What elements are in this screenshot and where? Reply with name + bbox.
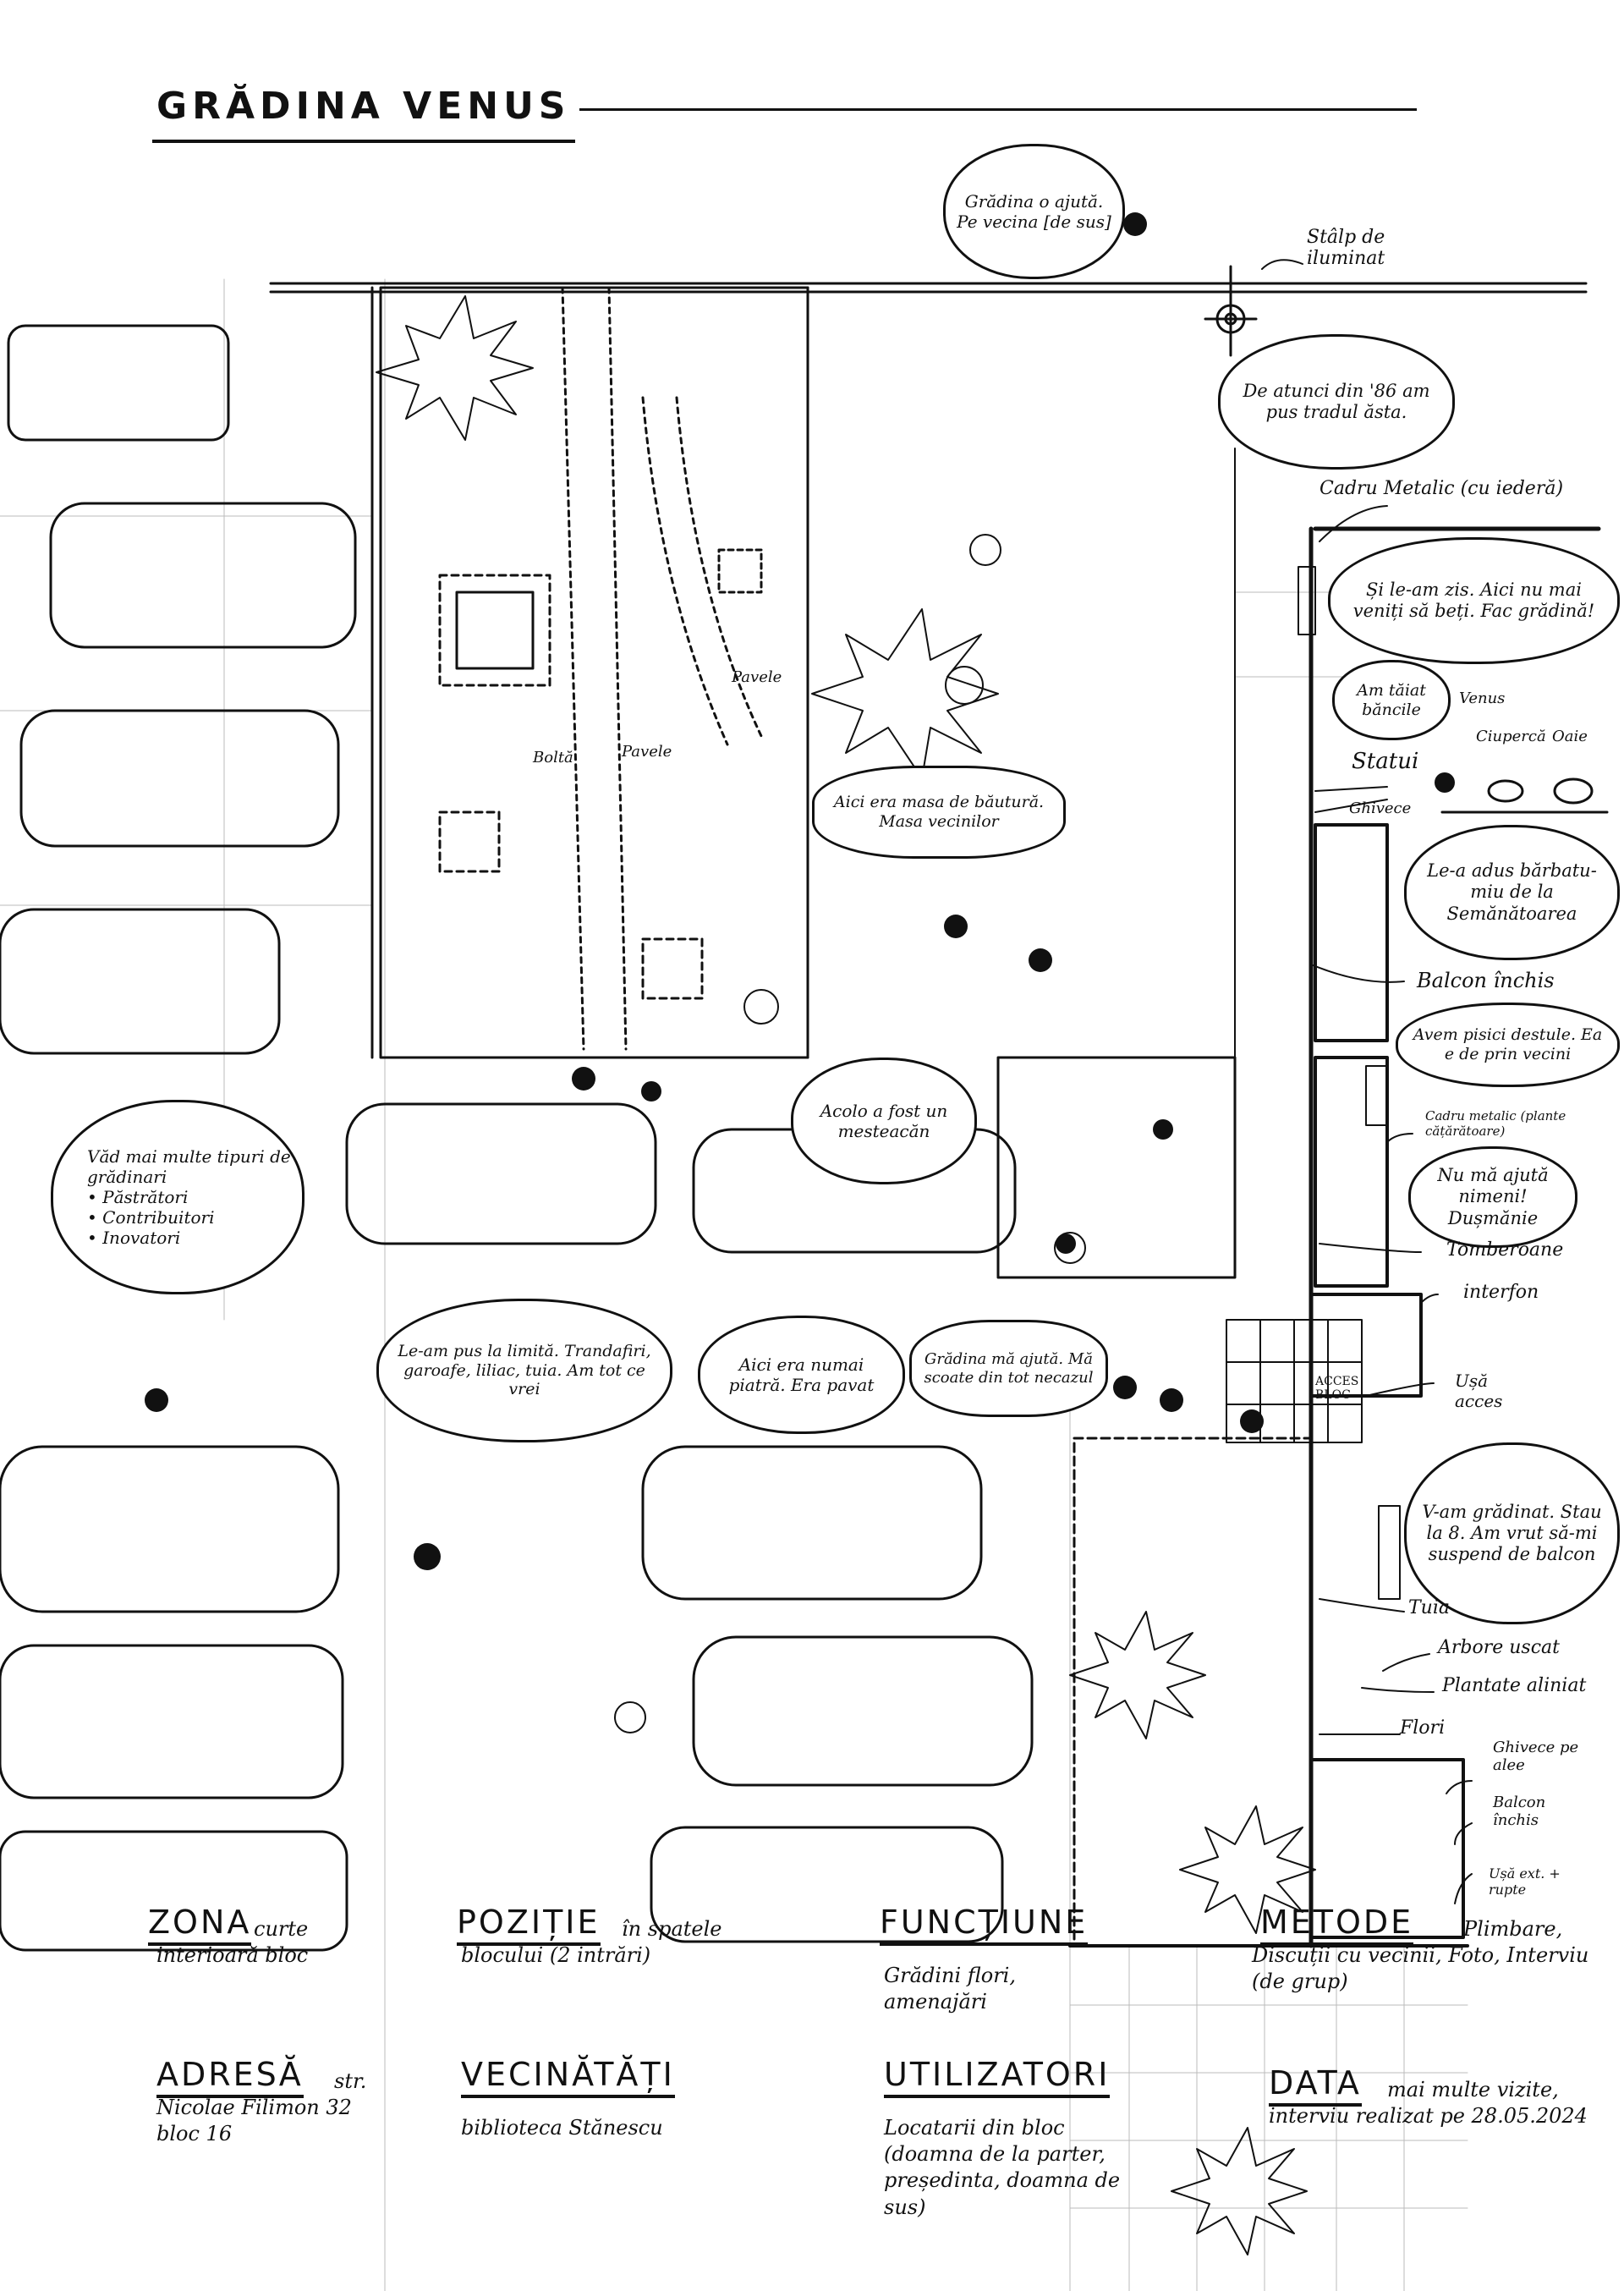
bubble-text: Acolo a fost un mesteacăn bbox=[820, 1101, 948, 1141]
label-tuia: Tuia bbox=[1408, 1597, 1450, 1618]
info-pozitie-value: în spatele blocului (2 intrări) bbox=[461, 1917, 722, 1968]
label-usa-ext: Ușă ext. + rupte bbox=[1489, 1865, 1561, 1898]
leader-lines bbox=[1261, 259, 1473, 1904]
info-data-value: mai multe vizite, interviu realizat pe 2… bbox=[1269, 2078, 1588, 2129]
garden-strip-lower bbox=[1073, 1437, 1313, 1948]
bubble-acolo: Acolo a fost un mesteacăn bbox=[791, 1058, 977, 1184]
bubble-text: Aici era masa de băutură. Masa vecinilor bbox=[833, 793, 1045, 831]
label-statue-ciuperca: Ciupercă bbox=[1476, 728, 1546, 745]
info-adresa-label: ADRESĂ bbox=[156, 2056, 304, 2098]
label-balcon-inchis: Balcon închis bbox=[1417, 969, 1555, 992]
label-tomberoane: Tomberoane bbox=[1446, 1239, 1564, 1261]
bubble-list-item: • Contribuitori bbox=[87, 1207, 215, 1228]
info-zona-value: curte interioară bloc bbox=[156, 1917, 309, 1968]
label-flori: Flori bbox=[1400, 1717, 1446, 1739]
label-arbore-uscat: Arbore uscat bbox=[1438, 1637, 1560, 1658]
bubble-nu-ma-ajuta: Nu mă ajută nimeni! Dușmănie bbox=[1408, 1146, 1577, 1248]
parked-cars-left bbox=[0, 324, 357, 1952]
label-ghivece: Ghivece bbox=[1349, 799, 1412, 817]
bubble-text: Avem pisici destule. Ea e de prin vecini bbox=[1413, 1025, 1603, 1063]
bubble-text: Le-a adus bărbatu-miu de la Semănătoarea bbox=[1427, 860, 1597, 924]
parked-cars-middle bbox=[345, 1102, 1034, 1943]
tree-symbols bbox=[376, 295, 1316, 2255]
bubble-text: Și le-am zis. Aici nu mai veniți să beți… bbox=[1352, 579, 1595, 621]
bubble-tipuri-gradinari: Văd mai multe tipuri de grădinari • Păst… bbox=[51, 1100, 304, 1294]
label-cadru-metalic-top: Cadru Metalic (cu iederă) bbox=[1320, 478, 1564, 499]
info-adresa-value: str. Nicolae Filimon 32 bloc 16 bbox=[156, 2069, 367, 2146]
info-metode-label: METODE bbox=[1260, 1904, 1414, 1946]
title-underline bbox=[152, 140, 575, 143]
sheep-icon bbox=[1553, 777, 1594, 805]
bubble-am-taiat: Am tăiat băncile bbox=[1332, 660, 1451, 740]
label-statue-venus: Venus bbox=[1459, 689, 1506, 707]
bubble-gradina-ma-ajuta: Grădina mă ajută. Mă scoate din tot neca… bbox=[909, 1320, 1108, 1417]
bubble-aici-era: Aici era numai piatră. Era pavat bbox=[698, 1316, 905, 1434]
bubble-heading: Văd mai multe tipuri de grădinari bbox=[87, 1146, 291, 1187]
page-title: GRĂDINA VENUS bbox=[156, 85, 571, 128]
bubble-text: Le-am pus la limită. Trandafiri, garoafe… bbox=[398, 1341, 651, 1399]
label-balcon-inchis-2: Balcon închis bbox=[1493, 1794, 1546, 1829]
light-post-icon bbox=[1204, 265, 1258, 357]
info-functiune-label: FUNCȚIUNE bbox=[880, 1904, 1089, 1946]
paved-path-1 bbox=[561, 286, 628, 1051]
info-pozitie-label: POZIȚIE bbox=[457, 1904, 601, 1946]
info-metode-value: Plimbare, Discuții cu vecinii, Foto, Int… bbox=[1252, 1917, 1589, 1994]
info-utilizatori-value: Locatarii din bloc (doamna de la parter,… bbox=[884, 2116, 1121, 2219]
label-plantate-aliniat: Plantate aliniat bbox=[1442, 1675, 1587, 1696]
info-vecinatati-value: biblioteca Stănescu bbox=[461, 2116, 663, 2140]
bubble-list-item: • Păstrători bbox=[87, 1187, 189, 1207]
bubble-gradina-ajuta: Grădina o ajută. Pe vecina [de sus] bbox=[943, 144, 1125, 279]
bubble-text: V-am grădinat. Stau la 8. Am vrut să-mi … bbox=[1422, 1501, 1602, 1565]
label-bolta: Boltă bbox=[533, 749, 573, 766]
mushroom-icon bbox=[1487, 779, 1524, 803]
label-statui: Statui bbox=[1352, 749, 1419, 774]
label-statue-oaie: Oaie bbox=[1552, 728, 1588, 745]
list-item-text: Păstrători bbox=[102, 1187, 189, 1207]
label-pavele-1: Pavele bbox=[732, 668, 782, 686]
info-data-label: DATA bbox=[1269, 2064, 1362, 2107]
bubble-text: De atunci din '86 am pus tradul ăsta. bbox=[1243, 380, 1430, 422]
list-item-text: Contribuitori bbox=[102, 1207, 215, 1228]
bubble-text: Nu mă ajută nimeni! Dușmănie bbox=[1437, 1165, 1549, 1228]
label-stalp-iluminat: Stâlp de iluminat bbox=[1307, 227, 1385, 269]
bubble-text: Grădina o ajută. Pe vecina [de sus] bbox=[957, 191, 1111, 232]
bubble-le-am-pus: Le-am pus la limită. Trandafiri, garoafe… bbox=[376, 1299, 672, 1442]
bubble-text: Grădina mă ajută. Mă scoate din tot neca… bbox=[924, 1349, 1094, 1387]
bubble-text: Aici era numai piatră. Era pavat bbox=[728, 1354, 875, 1395]
bubble-masa: Aici era masa de băutură. Masa vecinilor bbox=[812, 766, 1066, 859]
bubble-list-item: • Inovatori bbox=[87, 1228, 181, 1248]
label-pavele-2: Pavele bbox=[622, 743, 672, 761]
label-usa-acces: Ușă acces bbox=[1455, 1371, 1503, 1411]
info-functiune-value: Grădini flori, amenajări bbox=[884, 1964, 1016, 2014]
info-utilizatori-label: UTILIZATORI bbox=[884, 2056, 1111, 2098]
bubble-v-am-gradinat: V-am grădinat. Stau la 8. Am vrut să-mi … bbox=[1404, 1442, 1620, 1624]
header-rule bbox=[579, 108, 1417, 111]
list-item-text: Inovatori bbox=[102, 1228, 181, 1248]
bubble-text: Am tăiat băncile bbox=[1357, 680, 1426, 719]
info-vecinatati-label: VECINĂTĂȚI bbox=[461, 2056, 675, 2098]
bubble-de-atunci: De atunci din '86 am pus tradul ăsta. bbox=[1218, 334, 1455, 470]
label-acces-bloc: ACCES BLOC bbox=[1315, 1375, 1359, 1402]
people-figures bbox=[145, 212, 1455, 1570]
paved-path-2 bbox=[641, 396, 763, 746]
label-interfon: interfon bbox=[1463, 1282, 1539, 1303]
label-cadru-metalic-mid: Cadru metalic (plante cățărătoare) bbox=[1425, 1108, 1566, 1139]
bubble-le-a-adus: Le-a adus bărbatu-miu de la Semănătoarea bbox=[1404, 825, 1620, 960]
bubble-si-le-am-zis: Și le-am zis. Aici nu mai veniți să beți… bbox=[1328, 537, 1620, 664]
bubble-text: Văd mai multe tipuri de grădinari • Păst… bbox=[87, 1146, 294, 1248]
info-zona-label: ZONA bbox=[148, 1904, 252, 1946]
bubble-avem-pisici: Avem pisici destule. Ea e de prin vecini bbox=[1396, 1003, 1620, 1087]
label-ghivece-alee: Ghivece pe alee bbox=[1493, 1739, 1579, 1774]
